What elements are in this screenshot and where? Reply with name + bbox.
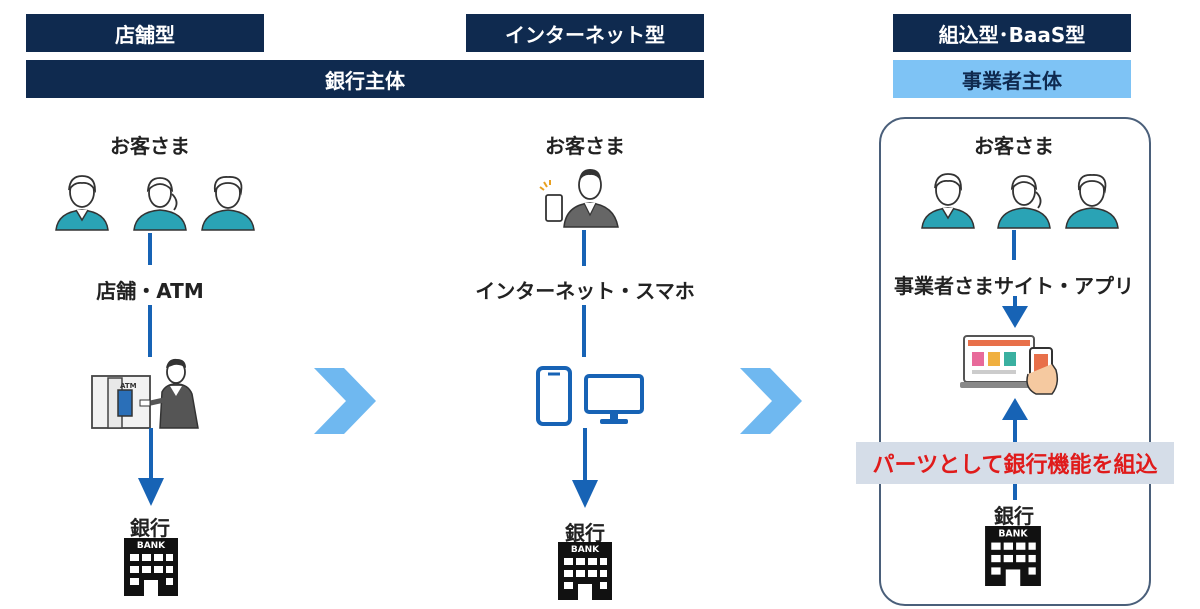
person-icon — [55, 175, 109, 231]
person-icon — [201, 176, 255, 231]
embed-banking-callout: パーツとして銀行機能を組込 — [856, 442, 1174, 484]
embedded-channel-label: 事業者さまサイト・アプリ — [894, 274, 1134, 298]
store-arrow-down — [138, 428, 164, 506]
store-customers-label: お客さま — [110, 134, 190, 158]
store-bank-label: 銀行 — [130, 516, 170, 540]
atm-icon: ATM — [91, 358, 199, 429]
smartphone-icon — [536, 366, 572, 426]
embedded-bank-label: 銀行 — [994, 504, 1034, 528]
bank-building-icon: BANK — [124, 538, 178, 596]
tablet-shop-icon — [960, 335, 1059, 395]
person-with-smartphone-icon — [539, 169, 619, 228]
bank-sign-text: BANK — [137, 541, 166, 551]
header-internet-type: インターネット型 — [466, 14, 704, 52]
bank-building-icon: BANK — [985, 526, 1041, 586]
person-icon — [997, 175, 1051, 229]
embedded-arrow-down — [1002, 296, 1028, 328]
store-channel-label: 店舗・ATM — [96, 279, 204, 303]
internet-bank-label: 銀行 — [565, 521, 605, 545]
header-embedded-type: 組込型･BaaS型 — [893, 14, 1131, 52]
atm-sign-text: ATM — [120, 382, 137, 390]
header-bank-led: 銀行主体 — [26, 60, 704, 98]
bank-sign-text: BANK — [571, 545, 600, 555]
bank-sign-text: BANK — [998, 528, 1028, 539]
person-icon — [133, 177, 187, 231]
header-business-led: 事業者主体 — [893, 60, 1131, 98]
person-icon — [921, 173, 975, 229]
store-connector-top — [148, 233, 152, 265]
store-connector-mid — [148, 305, 152, 357]
embedded-customers-label: お客さま — [974, 134, 1054, 158]
internet-channel-label: インターネット・スマホ — [475, 279, 695, 303]
internet-connector-mid — [582, 305, 586, 357]
chevron-right-icon — [314, 368, 376, 434]
person-icon — [1065, 174, 1119, 229]
bank-building-icon: BANK — [558, 542, 612, 600]
header-store-type: 店舗型 — [26, 14, 264, 52]
monitor-icon — [584, 374, 644, 424]
internet-customers-label: お客さま — [545, 134, 625, 158]
embedded-connector-top — [1012, 230, 1016, 260]
embedded-panel — [879, 117, 1151, 606]
internet-connector-top — [582, 230, 586, 266]
chevron-right-icon — [740, 368, 802, 434]
internet-arrow-down — [572, 428, 598, 508]
